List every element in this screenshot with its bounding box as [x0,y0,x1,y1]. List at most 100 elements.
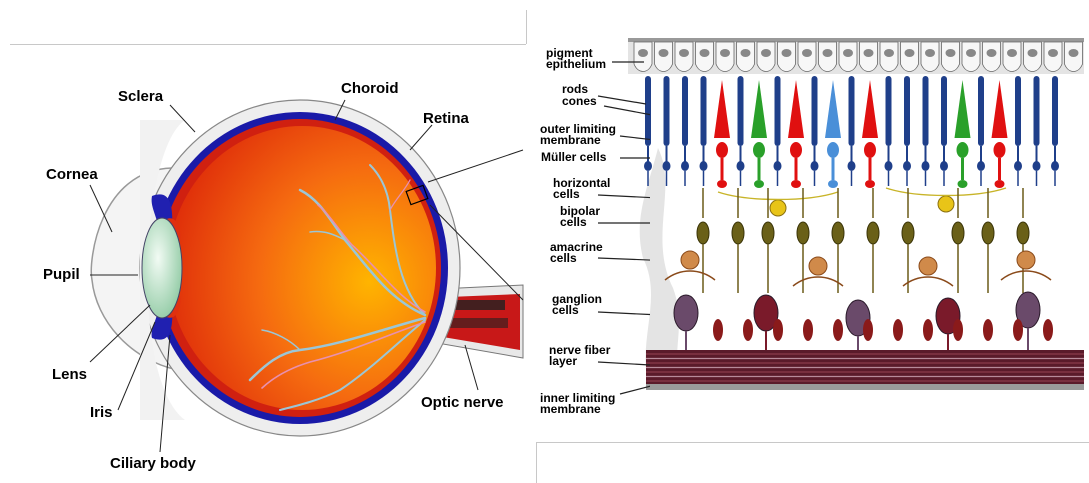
pigment-nucleus [659,49,669,57]
label-pigment-line2: epithelium [546,59,606,70]
rod-nucleus [700,161,708,171]
bipolar-cell [762,222,774,244]
bipolar-cell [982,222,994,244]
amacrine-process [1001,271,1051,280]
rod-cell [923,76,929,146]
cone-cell [992,80,1008,138]
label-optic-nerve: Optic nerve [421,394,504,411]
photoreceptors [644,76,1059,188]
rod-nucleus [977,161,985,171]
bipolar-cell [867,222,879,244]
cone-inner [957,142,969,158]
midget-cell [833,319,843,341]
rod-nucleus [922,161,930,171]
rod-nucleus [903,161,911,171]
rod-cell [738,76,744,146]
label-bipolar-line2: cells [560,217,600,228]
label-nfl-line2: layer [549,356,610,367]
eyeball-interior [168,126,436,410]
cone-cell [825,80,841,138]
bipolar-cell [1017,222,1029,244]
rod-cell [701,76,707,146]
rod-cell [1034,76,1040,146]
label-ilm-line2: membrane [540,404,615,415]
inner-limiting-membrane [646,384,1084,390]
pigment-nucleus [946,49,956,57]
rod-nucleus [848,161,856,171]
label-cornea: Cornea [46,166,98,183]
pigment-nucleus [1048,49,1058,57]
amacrine-cell [681,251,699,269]
bipolar-cell [732,222,744,244]
pigment-nucleus [1069,49,1079,57]
pigment-nucleus [987,49,997,57]
label-horizontal-cells: horizontal cells [553,178,610,200]
label-muller-cells: Müller cells [541,152,606,163]
pigment-nucleus [864,49,874,57]
cone-inner [790,142,802,158]
pigment-nucleus [1007,49,1017,57]
cone-cell [751,80,767,138]
amacrine-cell [809,257,827,275]
cone-pedicle [791,180,801,188]
label-amacrine-line2: cells [550,253,603,264]
cone-pedicle [865,180,875,188]
pigment-nucleus [761,49,771,57]
cone-inner [864,142,876,158]
rod-nucleus [737,161,745,171]
rod-cell [941,76,947,146]
pigment-nucleus [905,49,915,57]
label-sclera: Sclera [118,88,163,105]
rod-cell [812,76,818,146]
label-cones: cones [562,96,597,107]
pigment-nucleus [802,49,812,57]
horizontal-dendrite [718,192,838,200]
midget-cell [1043,319,1053,341]
bipolar-cell [902,222,914,244]
rod-nucleus [681,161,689,171]
label-amacrine-cells: amacrine cells [550,242,603,264]
midget-cell [773,319,783,341]
rod-nucleus [663,161,671,171]
rod-nucleus [811,161,819,171]
midget-cell [743,319,753,341]
rod-cell [849,76,855,146]
cone-cell [788,80,804,138]
cone-cell [955,80,971,138]
rod-nucleus [1051,161,1059,171]
pigment-nucleus [782,49,792,57]
midget-cell [863,319,873,341]
cone-pedicle [995,180,1005,188]
rod-cell [775,76,781,146]
pigment-nucleus [823,49,833,57]
rod-nucleus [1033,161,1041,171]
ganglion-cell [674,295,698,331]
cone-inner [716,142,728,158]
label-choroid: Choroid [341,80,399,97]
bipolar-cell [832,222,844,244]
amacrine-process [793,277,843,286]
rod-nucleus [1014,161,1022,171]
cone-cell [862,80,878,138]
label-ganglion-cells: ganglion cells [552,294,602,316]
rod-cell [904,76,910,146]
cone-inner [827,142,839,158]
pigment-nucleus [679,49,689,57]
pigment-nucleus [843,49,853,57]
midget-cell [803,319,813,341]
label-retina: Retina [423,110,469,127]
label-horizontal-line2: cells [553,189,610,200]
inner-retinal-cells [665,188,1053,350]
pigment-nucleus [720,49,730,57]
pigment-nucleus [966,49,976,57]
rod-cell [1015,76,1021,146]
rod-nucleus [885,161,893,171]
midget-cell [983,319,993,341]
nerve-fiber-layer [646,350,1084,384]
amacrine-cell [919,257,937,275]
midget-cell [923,319,933,341]
label-pupil: Pupil [43,266,80,283]
midget-cell [1013,319,1023,341]
label-iris: Iris [90,404,113,421]
bipolar-cell [797,222,809,244]
